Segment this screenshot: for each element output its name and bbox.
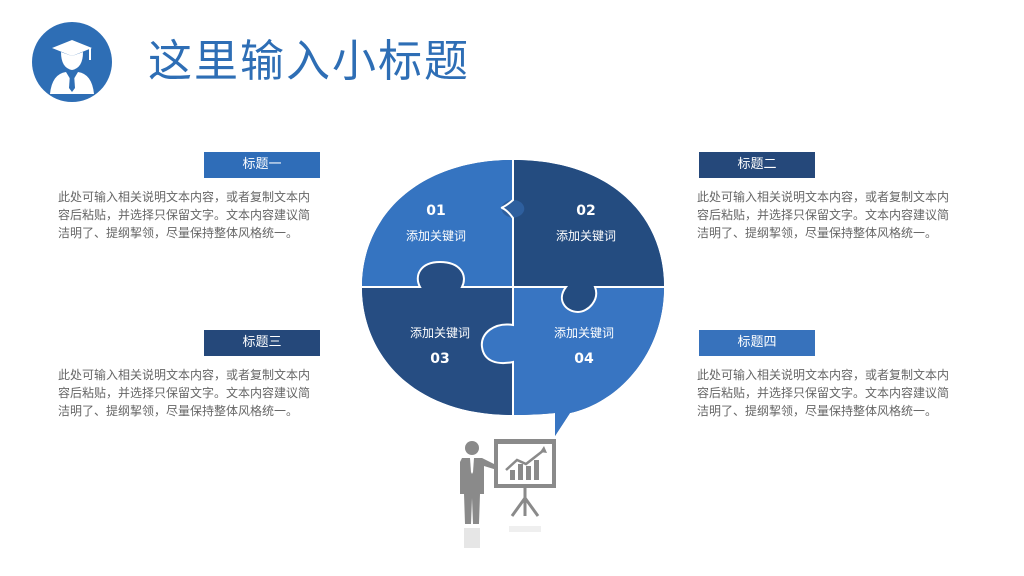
- puzzle-num-01: 01: [426, 203, 445, 219]
- section-label-4: 标题四: [699, 330, 815, 356]
- section-text-1: 此处可输入相关说明文本内容，或者复制文本内容后粘贴，并选择只保留文字。文本内容建…: [58, 190, 311, 240]
- puzzle-num-04: 04: [574, 351, 594, 367]
- section-text-3: 此处可输入相关说明文本内容，或者复制文本内容后粘贴，并选择只保留文字。文本内容建…: [58, 368, 311, 418]
- section-text-2: 此处可输入相关说明文本内容，或者复制文本内容后粘贴，并选择只保留文字。文本内容建…: [697, 190, 950, 240]
- puzzle-keyword-01: 添加关键词: [406, 229, 466, 243]
- page-title: 这里输入小标题: [148, 36, 470, 87]
- presenter-chart-icon: [460, 439, 556, 548]
- puzzle-keyword-02: 添加关键词: [556, 229, 616, 243]
- section-label-1: 标题一: [204, 152, 320, 178]
- section-label-2: 标题二: [699, 152, 815, 178]
- puzzle-num-03: 03: [430, 351, 449, 367]
- puzzle-num-02: 02: [576, 203, 595, 219]
- section-label-3: 标题三: [204, 330, 320, 356]
- section-text-4: 此处可输入相关说明文本内容，或者复制文本内容后粘贴，并选择只保留文字。文本内容建…: [697, 368, 950, 418]
- puzzle-keyword-04: 添加关键词: [554, 326, 614, 340]
- puzzle-diagram: 01 添加关键词 02 添加关键词 添加关键词 03 添加关键词 04: [362, 160, 664, 436]
- puzzle-keyword-03: 添加关键词: [410, 326, 470, 340]
- graduate-logo-icon: [32, 22, 112, 102]
